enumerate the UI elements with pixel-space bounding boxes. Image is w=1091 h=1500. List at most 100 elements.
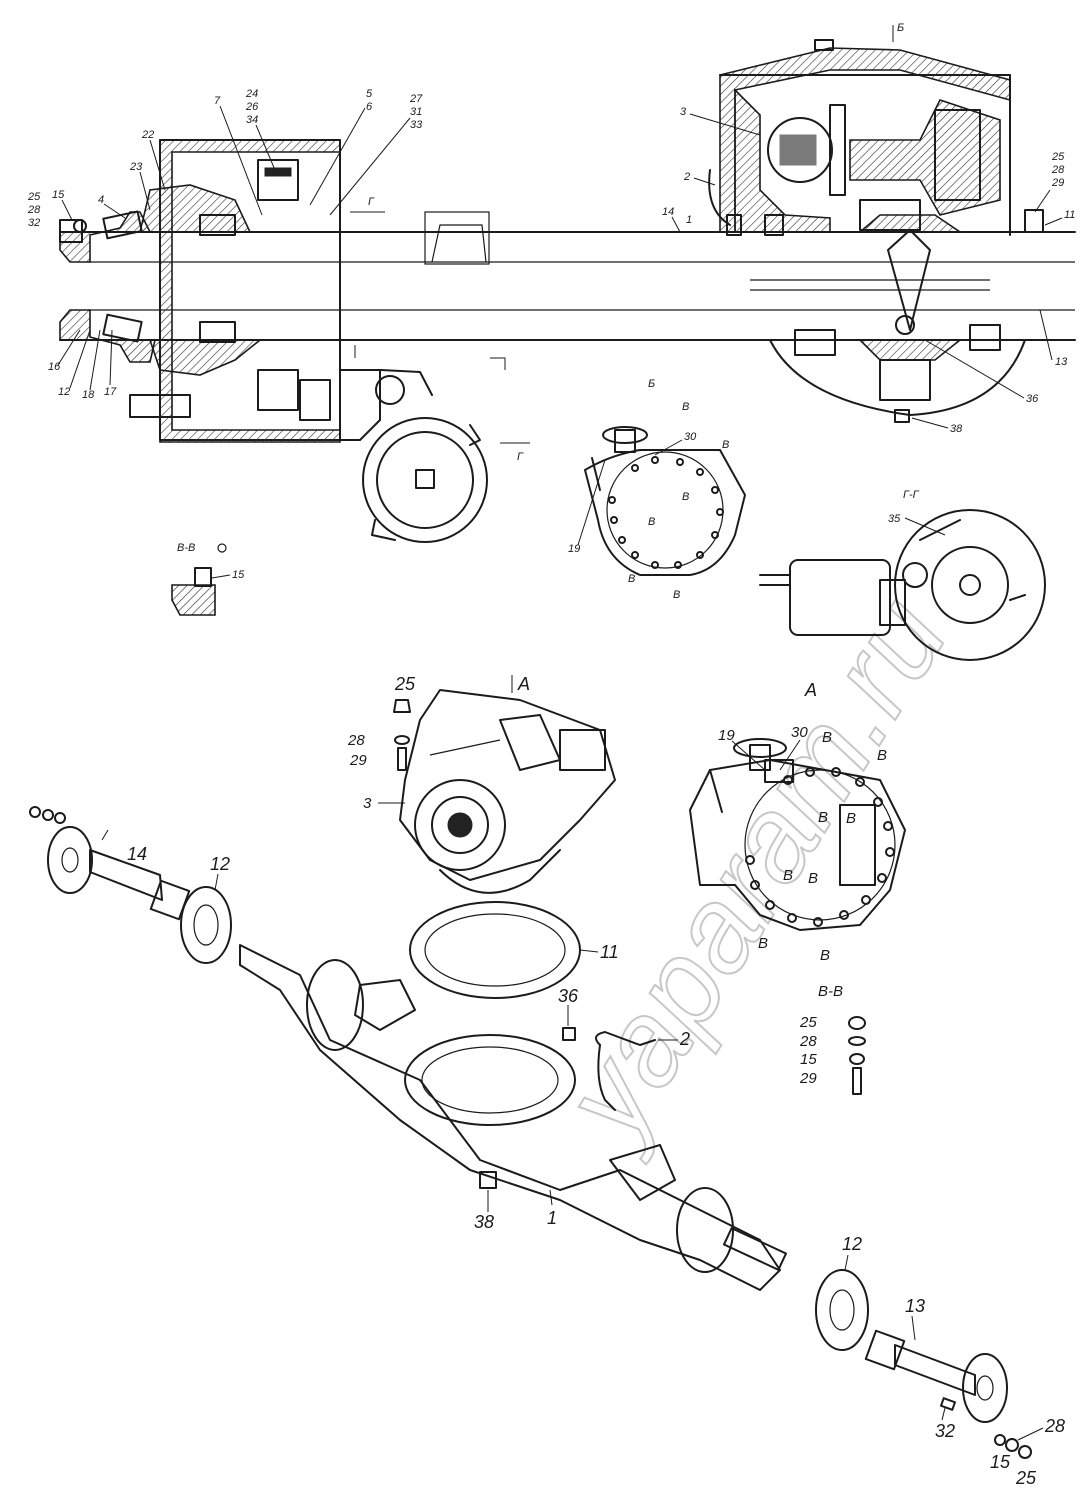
callout-label: 16 — [48, 361, 61, 373]
view-a: А 19 30 В В В В В В В В — [689, 680, 906, 964]
callout-label: В — [628, 573, 635, 585]
callout-label: 35 — [888, 513, 901, 525]
callout-label: 28 — [1051, 164, 1065, 176]
callout-label: В — [877, 747, 887, 764]
callout-label: 15 — [232, 569, 245, 581]
callout-label: 22 — [141, 129, 154, 141]
callout-label: 14 — [127, 844, 147, 864]
callout-label: 5 — [366, 88, 373, 100]
callout-label: Б — [648, 378, 655, 390]
callout-label: В — [846, 810, 856, 827]
callout-label: 28 — [1044, 1416, 1065, 1436]
callout-label: 38 — [950, 423, 963, 435]
callout-label: 38 — [474, 1212, 494, 1232]
callout-label: 13 — [1055, 356, 1068, 368]
axle-housing — [239, 944, 787, 1291]
view-b: Б 30 19 В В В В В В — [568, 378, 746, 601]
sectional-view: 25 28 32 15 4 22 23 7 24 26 34 5 6 27 31… — [27, 22, 1076, 543]
callout-label: В — [648, 516, 655, 528]
callout-label: 19 — [718, 727, 735, 744]
callout-label: 12 — [842, 1234, 862, 1254]
callout-label: 29 — [349, 752, 367, 769]
callout-label: 36 — [1026, 393, 1039, 405]
callout-label: В-В — [177, 542, 195, 554]
callout-label: 29 — [1051, 177, 1064, 189]
callout-label: А — [517, 674, 530, 694]
callout-label: В — [820, 947, 830, 964]
callout-label: 25 — [799, 1014, 817, 1031]
callout-label: 29 — [799, 1070, 817, 1087]
callout-label: 24 — [245, 88, 258, 100]
callout-label: 23 — [129, 161, 143, 173]
callout-label: 31 — [410, 106, 422, 118]
callout-label: 2 — [683, 171, 690, 183]
callout-label: 3 — [680, 106, 687, 118]
callout-label: 28 — [347, 732, 365, 749]
callout-label: В — [682, 491, 689, 503]
callout-label: 25 — [1015, 1468, 1037, 1488]
callout-label: В — [758, 935, 768, 952]
callout-label: 34 — [246, 114, 258, 126]
callout-label: 36 — [558, 986, 579, 1006]
callout-label: В-В — [818, 983, 843, 1000]
callout-label: 7 — [214, 95, 221, 107]
callout-label: 33 — [410, 119, 423, 131]
exploded-view: А 25 28 29 3 14 12 11 36 — [29, 674, 1065, 1488]
gasket-12-right — [815, 1269, 869, 1351]
callout-label: 27 — [409, 93, 423, 105]
callout-label: В — [808, 870, 818, 887]
view-vv-small: В-В 15 — [171, 542, 245, 616]
axle-shaft-13 — [864, 1329, 1032, 1459]
callout-label: В — [783, 867, 793, 884]
callout-label: 26 — [245, 101, 259, 113]
callout-label: 1 — [547, 1208, 557, 1228]
callout-label: 12 — [58, 386, 70, 398]
callout-label: Г — [368, 196, 375, 208]
differential-section — [708, 39, 1044, 423]
section-callouts: 25 28 32 15 4 22 23 7 24 26 34 5 6 27 31… — [27, 22, 1075, 463]
callout-label: 3 — [363, 795, 372, 812]
callout-label: В — [682, 401, 689, 413]
gasket-11 — [409, 901, 581, 999]
callout-label: 4 — [98, 194, 104, 206]
callout-label: 18 — [82, 389, 95, 401]
callout-label: 28 — [27, 204, 41, 216]
callout-label: В — [673, 589, 680, 601]
hub-section — [59, 139, 341, 443]
b-view-bolt-circle — [608, 456, 724, 569]
callout-label: 12 — [210, 854, 230, 874]
callout-label: 15 — [990, 1452, 1011, 1472]
callout-label: 15 — [52, 189, 65, 201]
callout-label: 14 — [662, 206, 674, 218]
callout-label: В — [818, 809, 828, 826]
callout-label: А — [804, 680, 817, 700]
callout-label: 11 — [1064, 209, 1075, 221]
callout-label: 13 — [905, 1296, 925, 1316]
callout-label: В — [822, 729, 832, 746]
callout-label: Г — [517, 451, 524, 463]
view-gg: Г-Г 35 — [759, 489, 1046, 661]
callout-label: 32 — [28, 217, 40, 229]
callout-label: 17 — [104, 386, 117, 398]
callout-label: 19 — [568, 543, 580, 555]
axle-shaft-14 — [29, 806, 191, 921]
breather-36 — [562, 1027, 576, 1041]
brake-drum-section — [339, 369, 488, 543]
callout-label: 1 — [686, 214, 692, 226]
callout-label: 30 — [684, 431, 697, 443]
callout-label: 30 — [791, 724, 808, 741]
callout-label: 32 — [935, 1421, 955, 1441]
hose-2 — [595, 1031, 656, 1046]
callout-label: 6 — [366, 101, 373, 113]
gasket-12-left — [180, 886, 232, 964]
callout-label: Г-Г — [903, 489, 920, 501]
callout-label: 2 — [679, 1029, 690, 1049]
callout-label: 25 — [1051, 151, 1065, 163]
callout-label: 15 — [800, 1051, 817, 1068]
differential-carrier — [399, 689, 616, 894]
drain-plug-38 — [479, 1171, 497, 1189]
view-vv-list: В-В 25 28 15 29 — [799, 983, 866, 1095]
callout-label: В — [722, 439, 729, 451]
